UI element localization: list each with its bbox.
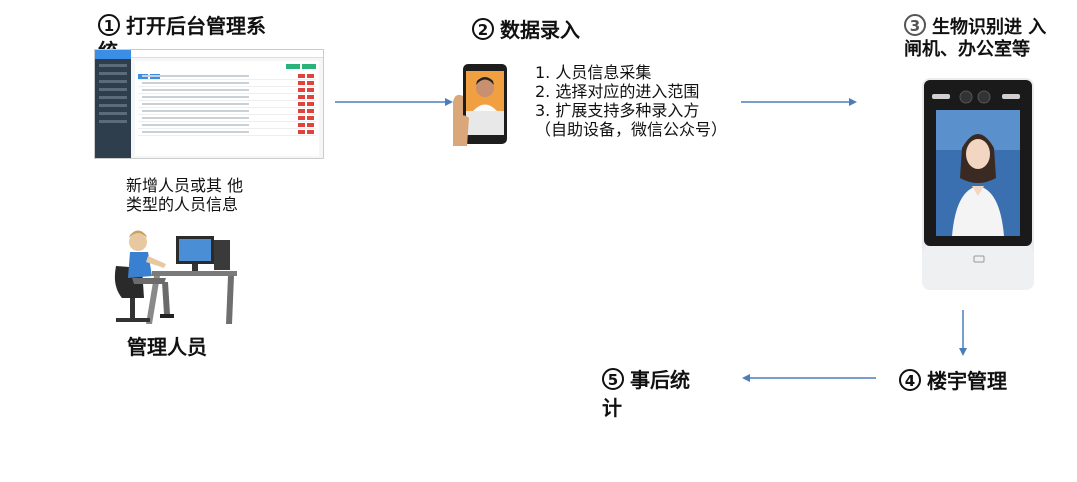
admin-table bbox=[135, 61, 319, 156]
entry-item-2: 2. 选择对应的进入范围 bbox=[535, 82, 700, 101]
entry-list: 1. 人员信息采集 2. 选择对应的进入范围 3. 扩展支持多种录入方 （自助设… bbox=[535, 63, 727, 139]
step4-text: 楼宇管理 bbox=[927, 369, 1007, 393]
arrow-step4-to-step5 bbox=[742, 374, 876, 382]
step1-number: 1 bbox=[98, 14, 120, 36]
step2-number: 2 bbox=[472, 18, 494, 40]
admin-note-line2: 类型的人员信息 bbox=[126, 195, 239, 214]
step5-title: 5 事后统 bbox=[602, 368, 690, 392]
step5-text-line1: 事后统 bbox=[630, 368, 690, 392]
phone-in-hand-image bbox=[453, 64, 507, 146]
step3-title: 3 生物识别进 入 bbox=[904, 14, 1046, 40]
entry-item-sub: （自助设备，微信公众号） bbox=[535, 120, 728, 139]
admin-label: 管理人员 bbox=[127, 335, 207, 359]
step5-number: 5 bbox=[602, 368, 624, 390]
admin-person-illustration bbox=[114, 230, 237, 324]
arrow-step1-to-step2 bbox=[335, 98, 453, 106]
step4-title: 4 楼宇管理 bbox=[899, 369, 1007, 393]
entry-item-1: 1. 人员信息采集 bbox=[535, 63, 652, 82]
step1-title-cont: 统 bbox=[98, 39, 118, 49]
arrow-step3-to-step4 bbox=[959, 310, 967, 356]
step2-title: 2 数据录入 bbox=[472, 18, 580, 42]
step3-text-line2: 闸机、办公室等 bbox=[904, 39, 1030, 60]
admin-topbar bbox=[131, 50, 323, 58]
step4-number: 4 bbox=[899, 369, 921, 391]
step5-text-line2: 计 bbox=[602, 396, 622, 420]
step3-number: 3 bbox=[904, 14, 926, 36]
step1-title: 1 打开后台管理系 bbox=[98, 14, 266, 38]
admin-note: 新增人员或其 他 类型的人员信息 bbox=[126, 176, 243, 214]
admin-note-line1: 新增人员或其 他 bbox=[126, 176, 244, 195]
step1-text: 打开后台管理系 bbox=[126, 14, 266, 38]
admin-system-screenshot bbox=[94, 49, 324, 159]
admin-sidebar bbox=[95, 50, 131, 158]
step3-text-line1: 生物识别进 入 bbox=[932, 17, 1047, 38]
arrow-step2-to-step3 bbox=[741, 98, 857, 106]
step2-text: 数据录入 bbox=[500, 18, 580, 42]
entry-item-3: 3. 扩展支持多种录入方 bbox=[535, 101, 700, 120]
face-recognition-terminal-image bbox=[922, 78, 1034, 290]
